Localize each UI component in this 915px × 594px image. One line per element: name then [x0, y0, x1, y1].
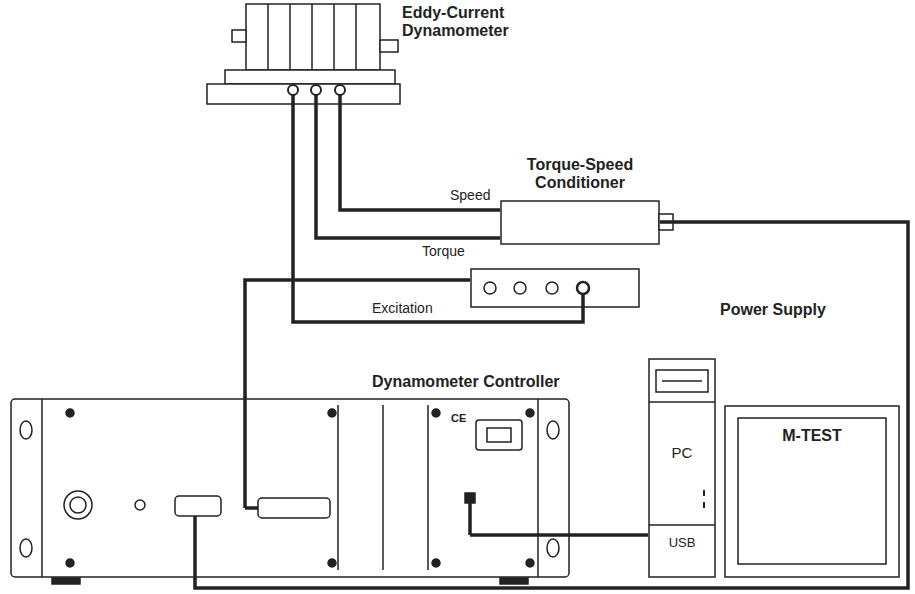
cable-line	[570, 535, 648, 536]
node-heading: Torque-Speed Conditioner	[520, 156, 640, 193]
text-holder: Torque-Speed Conditioner	[520, 156, 640, 193]
cable-path	[293, 105, 583, 322]
cable-path	[570, 533, 648, 537]
conditioner-node: Torque-Speed Conditioner	[500, 200, 660, 245]
pc-node: PC USB	[648, 358, 716, 578]
monitor-drawing	[725, 406, 899, 577]
conditioner-drawing	[501, 201, 673, 244]
power-supply-drawing	[471, 269, 639, 308]
signal-label: Torque	[420, 243, 467, 259]
controller-node: Dynamometer Controller	[10, 398, 570, 578]
text-holder: Eddy-Current Dynamometer	[402, 4, 524, 41]
cable-path	[316, 105, 500, 238]
node-heading: Eddy-Current Dynamometer	[402, 4, 524, 41]
node-heading: Power Supply	[720, 301, 826, 319]
text-holder: Power Supply	[720, 301, 826, 319]
cable-line	[293, 105, 583, 322]
node-heading: Dynamometer Controller	[372, 373, 560, 391]
port-label: USB	[648, 536, 716, 551]
text-holder: PC	[648, 444, 716, 461]
certification-mark: CE	[450, 412, 467, 424]
screen-label: M-TEST	[738, 427, 886, 445]
signal-label: Excitation	[370, 300, 435, 316]
pc-tower-drawing	[649, 359, 715, 577]
pc-label: PC	[648, 444, 716, 461]
dynamometer-drawing	[207, 4, 400, 105]
cable-path	[340, 105, 500, 210]
power-supply-node: Power Supply	[470, 268, 640, 308]
text-holder: USB	[648, 536, 716, 551]
cable-line	[340, 105, 500, 210]
cable-line	[316, 105, 500, 238]
text-holder: Dynamometer Controller	[372, 373, 560, 391]
signal-label: Speed	[448, 187, 492, 203]
text-holder: M-TEST	[738, 427, 886, 445]
cable-path	[195, 222, 908, 588]
cable-line	[195, 222, 908, 588]
dynamometer-node: Eddy-Current Dynamometer	[205, 2, 400, 105]
monitor-node: M-TEST	[724, 405, 900, 578]
controller-drawing	[11, 397, 570, 584]
